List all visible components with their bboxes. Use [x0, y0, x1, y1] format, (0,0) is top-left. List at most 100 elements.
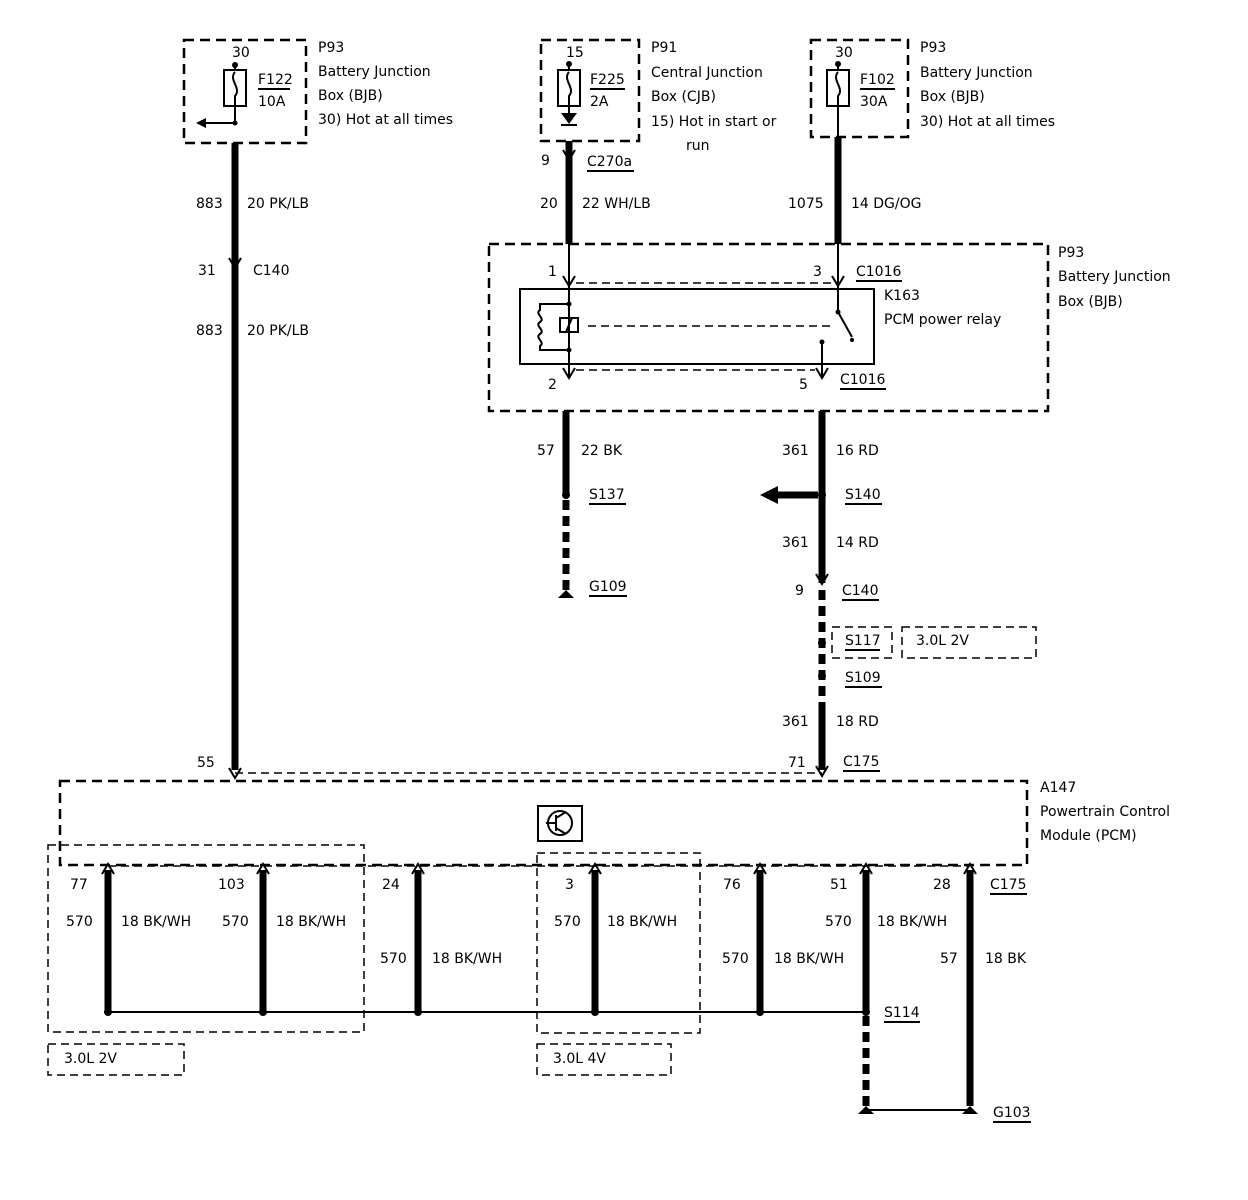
engine-4v-label: 3.0L 4V — [553, 1051, 606, 1067]
fuse-f225-circuit-note-2: run — [686, 138, 710, 154]
fuse-f122-component-id: P93 — [318, 40, 344, 56]
engine-2v-option-box — [47, 844, 365, 1033]
wire-20-circuit: 20 — [540, 196, 558, 212]
wire-883-top-size: 20 PK/LB — [247, 196, 309, 212]
ground-wire-connector-icon — [101, 862, 115, 875]
c140-label-left: C140 — [253, 263, 290, 279]
fuse-f102-box — [809, 38, 910, 139]
ground-wire-connector-icon — [256, 862, 270, 875]
fuse-f225-rating: 2A — [590, 94, 609, 110]
ground-wire-size: 18 BK/WH — [877, 914, 947, 930]
fuse-f102-id: F102 — [860, 72, 895, 88]
s117-option-box — [831, 626, 893, 659]
wire-57: 57 22 BK S137 G109 — [537, 411, 627, 598]
wire-883-top-circuit: 883 — [196, 196, 223, 212]
c140-pin-31: 31 — [198, 263, 216, 279]
s137-splice — [562, 491, 570, 499]
pcm-ground-wires: 77 570 18 BK/WH 103 570 18 BK/WH 24 570 18 BK/WH… — [47, 844, 1031, 1123]
fuse-f225-pin: 15 — [566, 45, 584, 61]
fuse-f102-component-id: P93 — [920, 40, 946, 56]
fuse-f122-pin: 30 — [232, 45, 250, 61]
fuse-f102-rating: 30A — [860, 94, 888, 110]
pcm-module-box — [58, 779, 1029, 867]
c140-connector-icon — [228, 257, 242, 270]
g109-ground-icon — [558, 590, 574, 598]
pcm-pin-55: 55 — [197, 755, 215, 771]
ground-wire-pin: 103 — [218, 877, 245, 893]
fuse-f122-circuit-note: 30) Hot at all times — [318, 112, 453, 128]
s117-engine-label: 3.0L 2V — [916, 633, 969, 649]
wire-883: 883 20 PK/LB 31 C140 883 20 PK/LB — [196, 143, 309, 780]
wire-20-size: 22 WH/LB — [582, 196, 651, 212]
wire-361-a-circuit: 361 — [782, 443, 809, 459]
wire-883-mid-size: 20 PK/LB — [247, 323, 309, 339]
relay-bjb-box — [487, 242, 1050, 413]
pcm-pin-71: 71 — [788, 755, 806, 771]
pcm-name-1: Powertrain Control — [1040, 804, 1170, 820]
fuse-f122-box-name-2: Box (BJB) — [318, 88, 383, 104]
fuse-f102-circuit-note: 30) Hot at all times — [920, 114, 1055, 130]
s137-label: S137 — [589, 487, 625, 503]
wire-57-circuit: 57 — [537, 443, 555, 459]
ground-wire-circuit: 570 — [825, 914, 852, 930]
c140-pin-9: 9 — [795, 583, 804, 599]
relay-connector-bottom: C1016 — [840, 372, 885, 388]
wire-1075: 1075 14 DG/OG — [788, 137, 921, 244]
relay-coil-icon — [559, 317, 579, 333]
relay-switch-contact-icon — [837, 311, 853, 338]
ground-wire-pin: 76 — [723, 877, 741, 893]
diode-icon — [561, 113, 577, 124]
c175-top-label: C175 — [843, 754, 880, 770]
fuse-f122-group: 30 F122 10A P93 Battery Junction Box (BJ… — [182, 38, 453, 145]
ground-wire-size: 18 BK/WH — [276, 914, 346, 930]
fuse-f102-group: 30 F102 30A P93 Battery Junction Box (BJ… — [809, 38, 1055, 139]
relay-resistor-icon — [537, 303, 569, 351]
wire-361-b-size: 14 RD — [836, 535, 879, 551]
c270a-connector-icon — [562, 149, 576, 162]
engine-4v-option-box — [536, 852, 701, 1034]
ground-wire-pin: 3 — [565, 877, 574, 893]
relay-name: PCM power relay — [884, 312, 1001, 328]
engine-4v-label-box — [536, 1043, 672, 1076]
ground-wire-pin: 77 — [70, 877, 88, 893]
s140-label: S140 — [845, 487, 881, 503]
fuse-f102-pin: 30 — [835, 45, 853, 61]
relay-box-name-2: Box (BJB) — [1058, 294, 1123, 310]
relay-box-name-1: Battery Junction — [1058, 269, 1171, 285]
c140-label-right: C140 — [842, 583, 879, 599]
wire-361-c-circuit: 361 — [782, 714, 809, 730]
ground-wire-connector-icon — [411, 862, 425, 875]
wire-361-c-size: 18 RD — [836, 714, 879, 730]
c175-bottom-label: C175 — [990, 877, 1027, 893]
c270a-pin: 9 — [541, 153, 550, 169]
fuse-f102-box-name-2: Box (BJB) — [920, 89, 985, 105]
s117-label: S117 — [845, 633, 881, 649]
wire-1075-size: 14 DG/OG — [851, 196, 921, 212]
ground-wire-size: 18 BK/WH — [774, 951, 844, 967]
relay-id: K163 — [884, 288, 920, 304]
relay-connector-top: C1016 — [856, 264, 901, 280]
s140-branch-arrow-icon — [760, 486, 778, 504]
ground-wire-pin: 24 — [382, 877, 400, 893]
ground-wire-circuit: 570 — [722, 951, 749, 967]
ground-wire-pin: 28 — [933, 877, 951, 893]
s109-splice — [818, 672, 826, 680]
fuse-f102-box-name-1: Battery Junction — [920, 65, 1033, 81]
engine-2v-label-box — [47, 1043, 185, 1076]
wire-361-b-circuit: 361 — [782, 535, 809, 551]
pcm-name-2: Module (PCM) — [1040, 828, 1137, 844]
ground-wire-circuit: 570 — [554, 914, 581, 930]
wire-361: 361 16 RD S140 361 14 RD 9 C140 S117 3.0… — [760, 411, 1037, 778]
g109-label: G109 — [589, 579, 627, 595]
pcm-transistor-icon — [537, 805, 583, 842]
g103-label: G103 — [993, 1105, 1031, 1121]
ground-wire-circuit: 57 — [940, 951, 958, 967]
wire-883-mid-circuit: 883 — [196, 323, 223, 339]
relay-pin-1: 1 — [548, 264, 557, 280]
pcm-group: 55 71 C175 A147 Powertrain Control Modul… — [58, 754, 1170, 867]
relay-box-group: P93 Battery Junction Box (BJB) 1 3 C1016… — [487, 242, 1171, 413]
ground-wire-size: 18 BK/WH — [607, 914, 677, 930]
relay-k163-body — [519, 288, 875, 365]
c270a-label: C270a — [587, 154, 632, 170]
s117-splice — [818, 639, 826, 647]
